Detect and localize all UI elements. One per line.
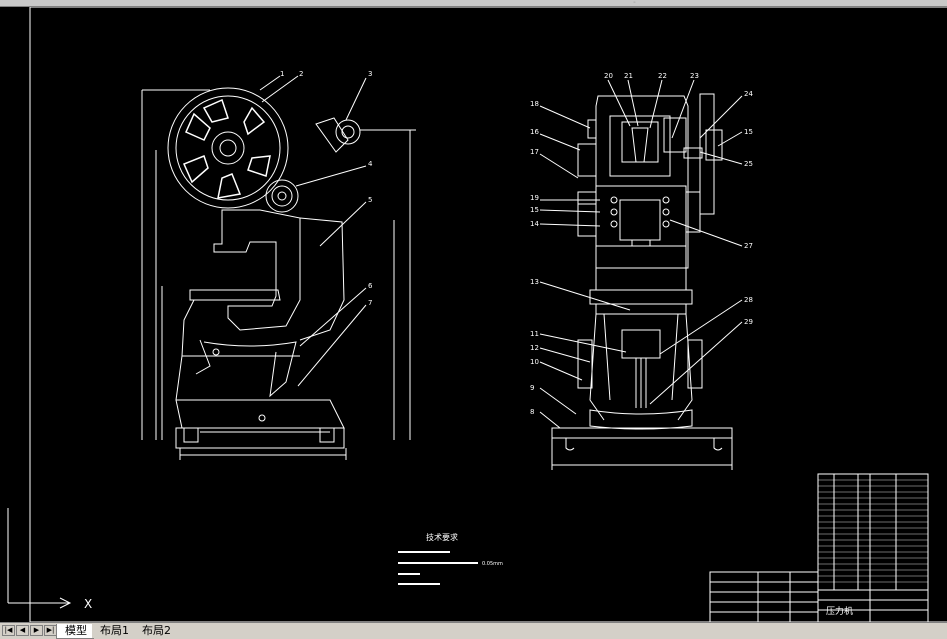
- callout-label: 5: [368, 196, 372, 204]
- tab-layout2[interactable]: 布局2: [134, 624, 177, 638]
- prev-tab-button[interactable]: ◀: [16, 625, 29, 636]
- callout-label: 8: [530, 408, 534, 416]
- callout-label: 24: [744, 90, 753, 98]
- notes-line3-suffix: 0.05mm: [482, 561, 503, 567]
- callout-label: 20: [604, 72, 613, 80]
- notes-lines: [398, 551, 478, 585]
- side-view: [539, 79, 743, 470]
- technical-notes: 技术要求 0.05mm: [398, 532, 503, 585]
- title-block: [709, 473, 929, 622]
- callout-label: 11: [530, 330, 539, 338]
- notes-title: 技术要求: [426, 532, 458, 542]
- callout-label: 21: [624, 72, 633, 80]
- callout-label: 13: [530, 278, 539, 286]
- callout-label: 18: [530, 100, 539, 108]
- drawing-frame: [29, 7, 947, 622]
- first-tab-button[interactable]: |◀: [2, 625, 15, 636]
- front-view-callouts: 1 2 3 4 5 6 7: [280, 70, 373, 307]
- layout-tab-bar: |◀ ◀ ▶ ▶| 模型 布局1 布局2: [0, 622, 947, 639]
- ucs-icon: X: [7, 508, 92, 611]
- tab-layout1[interactable]: 布局1: [92, 624, 135, 638]
- callout-label: 28: [744, 296, 753, 304]
- callout-label: 15: [744, 128, 753, 136]
- title-block-name: 压力机: [826, 605, 853, 617]
- callout-label: 2: [299, 70, 303, 78]
- callout-label: 23: [690, 72, 699, 80]
- tab-model[interactable]: 模型: [56, 624, 94, 639]
- top-scroll-strip[interactable]: ◦: [0, 0, 947, 7]
- callout-label: 1: [280, 70, 284, 78]
- callout-label: 25: [744, 160, 753, 168]
- callout-label: 12: [530, 344, 539, 352]
- side-view-callouts: 20 21 22 23 18 16 17 19 15 14 13 11 12 1…: [530, 72, 753, 416]
- front-view: [141, 75, 416, 460]
- next-tab-button[interactable]: ▶: [30, 625, 43, 636]
- callout-label: 6: [368, 282, 373, 290]
- callout-label: 14: [530, 220, 539, 228]
- callout-label: 27: [744, 242, 753, 250]
- callout-label: 7: [368, 299, 372, 307]
- drawing-canvas[interactable]: X: [0, 7, 947, 622]
- callout-label: 17: [530, 148, 539, 156]
- callout-label: 29: [744, 318, 753, 326]
- callout-label: 22: [658, 72, 667, 80]
- callout-label: 15: [530, 206, 539, 214]
- title-block-rows: [818, 479, 928, 583]
- callout-label: 4: [368, 160, 373, 168]
- callout-label: 16: [530, 128, 539, 136]
- ucs-x-label: X: [84, 597, 92, 611]
- callout-label: 19: [530, 194, 539, 202]
- callout-label: 10: [530, 358, 539, 366]
- scroll-marker: ◦: [633, 0, 636, 6]
- callout-label: 3: [368, 70, 372, 78]
- callout-label: 9: [530, 384, 534, 392]
